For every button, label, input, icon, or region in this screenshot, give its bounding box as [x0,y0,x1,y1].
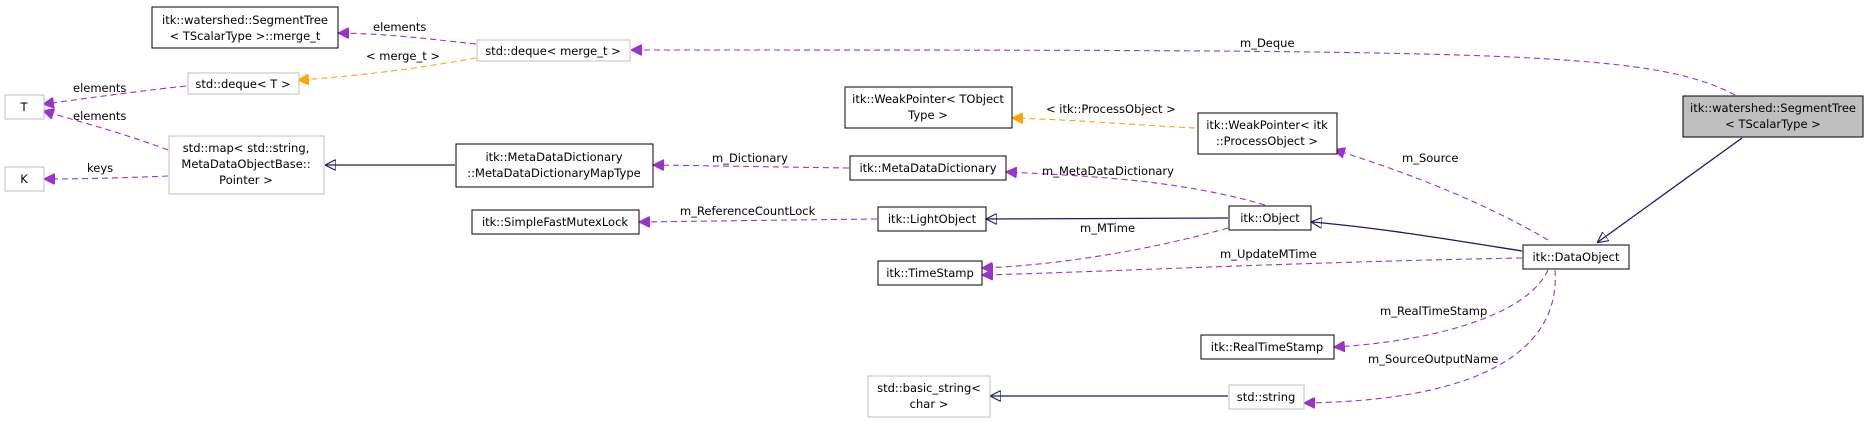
node-mdd[interactable]: itk::MetaDataDictionary [849,155,1007,181]
edge-m-sourceoutputname [1305,269,1556,403]
label-elements-deque: elements [73,81,126,95]
node-deque-merge-t-label: std::deque< merge_t > [485,44,621,58]
label-elements-merge: elements [373,20,426,34]
node-k[interactable]: K [4,166,45,192]
node-weakptr-tobject-line-2: Type > [907,108,948,122]
node-basic-string-line-1: std::basic_string< [877,381,981,395]
edge-m-referencecountlock [640,219,878,222]
node-weakptr-process[interactable]: itk::WeakPointer< itk ::ProcessObject > [1197,112,1338,155]
label-elements-map: elements [73,109,126,123]
node-mdd-maptype[interactable]: itk::MetaDataDictionary ::MetaDataDictio… [455,143,654,188]
edge-keys [45,176,169,179]
node-weakptr-process-line-2: ::ProcessObject > [1216,134,1318,148]
label-merge-t-tpl: < merge_t > [366,49,440,63]
node-deque-t-label: std::deque< T > [195,77,290,91]
node-deque-merge-t[interactable]: std::deque< merge_t > [476,39,631,62]
edge-m-deque [632,50,1736,96]
label-m-dictionary: m_Dictionary [712,151,788,165]
node-merge-t-line-2: < TScalarType >::merge_t [170,29,321,43]
node-basic-string-line-2: char > [910,397,949,411]
node-std-map-line-3: Pointer > [219,173,273,187]
node-realtimestamp[interactable]: itk::RealTimeStamp [1200,334,1335,360]
edge-tpl-merge-t [299,57,477,80]
node-std-map[interactable]: std::map< std::string, MetaDataObjectBas… [168,135,325,195]
node-mutex-lock-label: itk::SimpleFastMutexLock [482,215,628,229]
edge-m-dictionary [654,165,850,168]
label-m-metadatadictionary: m_MetaDataDictionary [1042,164,1174,178]
node-timestamp[interactable]: itk::TimeStamp [877,260,983,286]
edge-inherit-segmenttree-dataobject [1598,137,1743,242]
node-weakptr-tobject[interactable]: itk::WeakPointer< TObject Type > [844,86,1013,129]
label-m-deque: m_Deque [1240,36,1295,50]
edge-tpl-process [1013,118,1196,129]
edge-m-realtimestamp [1335,269,1549,347]
node-mdd-maptype-line-2: ::MetaDataDictionaryMapType [467,166,640,180]
node-std-map-line-2: MetaDataObjectBase:: [181,157,310,171]
node-std-string[interactable]: std::string [1228,384,1305,410]
edge-elements-deque-t [44,85,187,104]
node-weakptr-tobject-line-1: itk::WeakPointer< TObject [852,92,1004,106]
node-mdd-maptype-line-1: itk::MetaDataDictionary [485,150,622,164]
node-segment-tree-line-1: itk::watershed::SegmentTree [1690,101,1856,115]
node-object-label: itk::Object [1240,211,1300,225]
node-light-object-label: itk::LightObject [888,212,977,226]
label-m-updatemtime: m_UpdateMTime [1220,247,1317,261]
node-mdd-label: itk::MetaDataDictionary [859,161,996,175]
edge-m-metadatadictionary [1007,172,1266,206]
edge-m-updatemtime [983,257,1523,275]
edge-m-source [1335,150,1549,241]
label-keys: keys [87,161,113,175]
node-t-label: T [19,100,28,114]
label-process-tpl: < itk::ProcessObject > [1046,102,1176,116]
edge-elements-map [44,111,169,151]
label-m-mtime: m_MTime [1080,221,1135,235]
node-mutex-lock[interactable]: itk::SimpleFastMutexLock [471,209,640,235]
node-std-map-line-1: std::map< std::string, [183,141,310,155]
edge-elements-merge [339,33,477,45]
node-segment-tree-line-2: < TScalarType > [1725,117,1821,131]
node-data-object-label: itk::DataObject [1532,250,1620,264]
node-merge-t-line-1: itk::watershed::SegmentTree [162,13,328,27]
edge-m-mtime [983,227,1229,268]
label-m-referencecountlock: m_ReferenceCountLock [680,204,816,218]
node-timestamp-label: itk::TimeStamp [886,266,974,280]
node-std-string-label: std::string [1237,390,1296,404]
node-object[interactable]: itk::Object [1228,205,1312,231]
edge-inherit-dataobject-object [1312,222,1523,252]
node-light-object[interactable]: itk::LightObject [877,206,987,232]
label-m-sourceoutputname: m_SourceOutputName [1368,352,1498,366]
node-k-label: K [20,172,28,186]
node-basic-string[interactable]: std::basic_string< char > [867,375,991,418]
node-merge-t[interactable]: itk::watershed::SegmentTree < TScalarTyp… [151,6,339,49]
node-data-object[interactable]: itk::DataObject [1522,244,1630,270]
node-deque-t[interactable]: std::deque< T > [187,72,300,95]
node-segment-tree[interactable]: itk::watershed::SegmentTree < TScalarTyp… [1682,95,1864,138]
node-realtimestamp-label: itk::RealTimeStamp [1211,340,1323,354]
label-m-realtimestamp: m_RealTimeStamp [1380,304,1487,318]
node-t[interactable]: T [4,94,45,120]
label-m-source: m_Source [1402,151,1458,165]
edge-inherit-object-lightobject [987,218,1229,219]
node-weakptr-process-line-1: itk::WeakPointer< itk [1206,118,1328,132]
